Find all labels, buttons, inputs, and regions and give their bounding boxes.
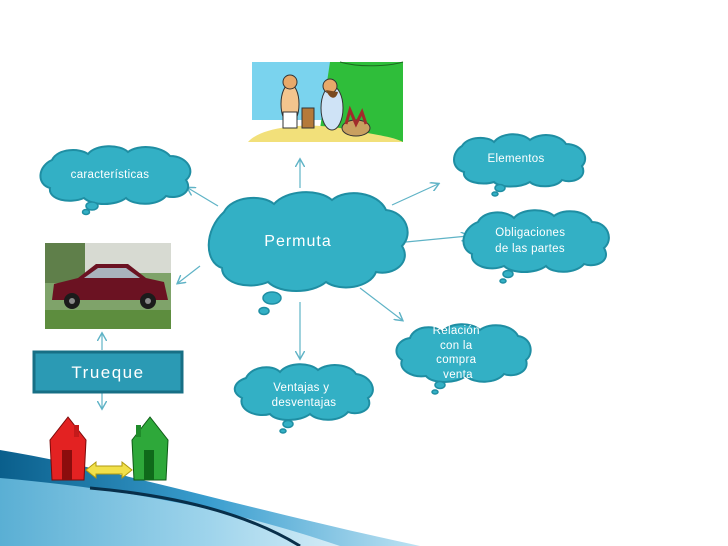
cloud-caracteristicas: características [39,145,192,216]
cloud-obligaciones: Obligaciones de las partes [462,209,610,284]
obligaciones-label: Obligaciones de las partes [495,227,569,255]
ventajas-label: Ventajas y desventajas [272,382,337,409]
caracteristicas-label: características [71,169,150,181]
trueque-label: Trueque [71,363,144,382]
arrow-to-caracteristicas [188,188,219,207]
car-photo-icon [45,243,171,329]
cloud-ventajas: Ventajas y desventajas [233,363,374,434]
trueque-box: Trueque [32,350,184,394]
arrow-to-obligaciones [405,236,468,243]
barter-illustration-icon [245,61,404,143]
arrow-to-car [178,265,201,283]
cloud-relacion: Relación con la compra venta [395,323,532,395]
elementos-label: Elementos [487,153,544,165]
arrow-to-relacion [359,287,402,320]
connectors [102,160,468,408]
cloud-elementos: Elementos [453,133,587,197]
relacion-label: Relación con la compra venta [433,325,484,381]
arrow-to-elementos [391,184,438,206]
cloud-permuta: Permuta [207,191,409,316]
houses-exchange-icon [49,416,169,481]
permuta-label: Permuta [264,233,331,250]
